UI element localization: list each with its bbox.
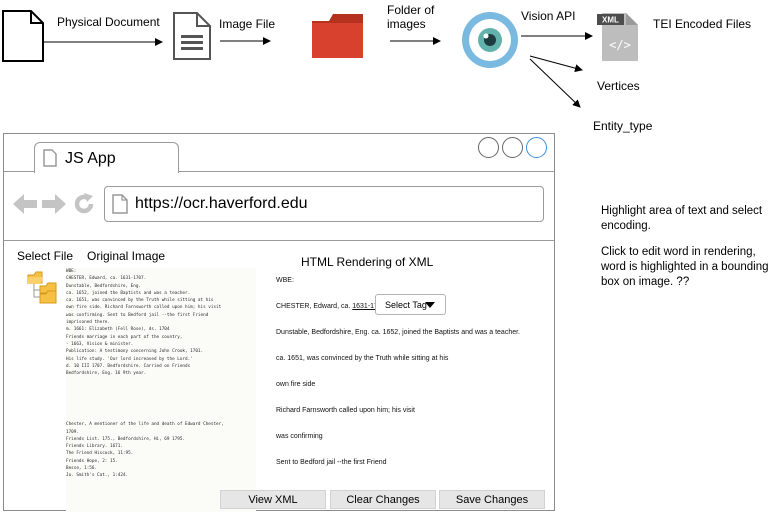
rendering-line[interactable]: was confirming [276, 433, 323, 440]
arrow-vision-to-vertices [529, 55, 583, 73]
scan-text-line [66, 407, 256, 414]
rendering-line[interactable]: own fire side [276, 381, 316, 388]
scan-text-line: Friends List. 175., Bedfordshire, Hi, 69… [66, 436, 185, 442]
chevron-down-icon [425, 302, 435, 308]
folder-label-line1: Folder of [387, 3, 435, 17]
scan-text-line [66, 414, 256, 421]
scan-text-line: own fire side. Richard Farnsworth called… [66, 305, 222, 311]
scan-text-line: Friends Hope, 2: 15. [66, 458, 118, 464]
scan-text-line: WBE: [66, 269, 77, 274]
image-file-icon [173, 12, 211, 60]
vertices-label: Vertices [597, 79, 640, 93]
view-xml-button[interactable]: View XML [220, 490, 326, 509]
scan-text-line: 1709. [66, 429, 79, 435]
folder-tree-icon[interactable] [26, 268, 60, 306]
xml-badge-text: XML [602, 16, 619, 25]
rendering-line[interactable]: WBE: [276, 277, 294, 284]
tab-page-icon [43, 149, 57, 167]
scan-text-line: Besse, 1:56. [66, 466, 98, 472]
refresh-icon[interactable] [72, 192, 96, 216]
back-arrow-icon[interactable] [13, 194, 37, 214]
folder-label-line2: images [387, 17, 426, 31]
scan-text-line: was confirming. Sent to Bedford jail --t… [66, 312, 209, 318]
scan-text-line [66, 392, 256, 399]
rendering-line[interactable]: CHESTER, Edward, ca. 1631-1707. [276, 302, 388, 311]
note-click-to-edit: Click to edit word in rendering, word is… [601, 246, 769, 288]
scan-text-line: d. 10 III 1707. Bedfordshire. Carried on… [66, 363, 191, 369]
highlighted-word[interactable]: 1631-1707. [352, 303, 388, 310]
rendering-line[interactable]: Sent to Bedford jail --the first Friend [276, 459, 387, 466]
rendering-line[interactable]: ca. 1651, was convinced by the Truth whi… [276, 355, 449, 362]
navigation-bar: https://ocr.haverford.edu [4, 173, 554, 241]
browser-window: JS App https://ocr.haverford.edu Select … [3, 133, 555, 512]
tei-label: TEI Encoded Files [653, 17, 752, 31]
scan-text-line [66, 385, 256, 392]
scan-text-line: Dunstable, Bedfordshire, Eng. [66, 283, 142, 289]
select-file-heading: Select File [17, 249, 74, 263]
scan-text-line: Friends marriage in each part of the cou… [66, 334, 183, 340]
code-brackets-glyph: </> [609, 38, 631, 52]
scan-text-line: Jo. Smith's Cat., 1:424. [66, 473, 129, 479]
rendering-line[interactable]: Richard Farnsworth called upon him; his … [276, 407, 415, 414]
entity-type-label: Entity_type [593, 119, 653, 133]
original-image-heading: Original Image [87, 249, 166, 263]
xml-file-icon: XML </> [597, 13, 638, 61]
scan-text-line [66, 399, 256, 406]
app-content: Select File Original Image HTML Renderin… [4, 242, 554, 512]
vision-api-eye-icon [462, 12, 518, 68]
scan-text-line: ca. 1651, was convinced by the Truth whi… [66, 298, 214, 304]
scan-text-line: CHESTER, Edward, ca. 1631-1707. [66, 276, 147, 282]
scan-text-line: ca. 1652, joined the Baptists and was a … [66, 290, 191, 296]
window-button-3[interactable] [526, 137, 547, 158]
original-image-scan[interactable]: WBE: CHESTER, Edward, ca. 1631-1707. Duns… [66, 268, 256, 512]
page-icon [112, 194, 128, 214]
scan-text-line: Bedfordshire, Eng. 16 9th year. [66, 371, 147, 377]
clear-changes-button[interactable]: Clear Changes [330, 490, 436, 509]
select-tag-dropdown[interactable]: Select Tag [375, 294, 446, 315]
scan-text-line: His life study. 'Our lord increased by t… [66, 356, 193, 362]
scan-text-line: The Friend Hiscock, 11:95. [66, 451, 134, 457]
save-changes-button[interactable]: Save Changes [439, 490, 545, 509]
scan-text-line: Chester, A mentioner of the life and dea… [66, 422, 224, 428]
scan-text-line: Friends Library. 1671. [66, 444, 123, 450]
rendering-line[interactable]: Dunstable, Bedfordshire, Eng. ca. 1652, … [276, 329, 520, 336]
forward-arrow-icon[interactable] [42, 194, 66, 214]
scan-text-line: imprisoned there. [66, 320, 110, 326]
scan-text-line: Publication: A testimony concerning John… [66, 349, 204, 355]
window-button-1[interactable] [478, 137, 499, 158]
flow-arrows [42, 32, 593, 108]
physical-document-label: Physical Document [57, 15, 160, 29]
scan-text-line: m. 1661: Elizabeth (Fell Rose), ds. 1704 [66, 327, 170, 333]
folder-icon [312, 14, 363, 58]
tab-bar: JS App [4, 134, 554, 173]
html-rendering-heading: HTML Rendering of XML [301, 255, 434, 269]
scan-text-line: - 1663, Vision & minister. [66, 341, 134, 347]
select-tag-label: Select Tag [385, 300, 427, 310]
browser-tab[interactable]: JS App [34, 142, 179, 173]
vision-api-label: Vision API [521, 9, 576, 23]
url-text: https://ocr.haverford.edu [135, 195, 308, 212]
tab-title: JS App [65, 150, 116, 167]
image-file-label: Image File [219, 17, 276, 31]
rendering-text[interactable]: CHESTER, Edward, ca. [276, 303, 353, 310]
note-highlight: Highlight area of text and select encodi… [601, 205, 763, 232]
window-button-2[interactable] [502, 137, 523, 158]
url-bar[interactable]: https://ocr.haverford.edu [104, 186, 544, 222]
arrow-vision-to-entity [529, 58, 581, 108]
scan-text-line [66, 377, 256, 384]
